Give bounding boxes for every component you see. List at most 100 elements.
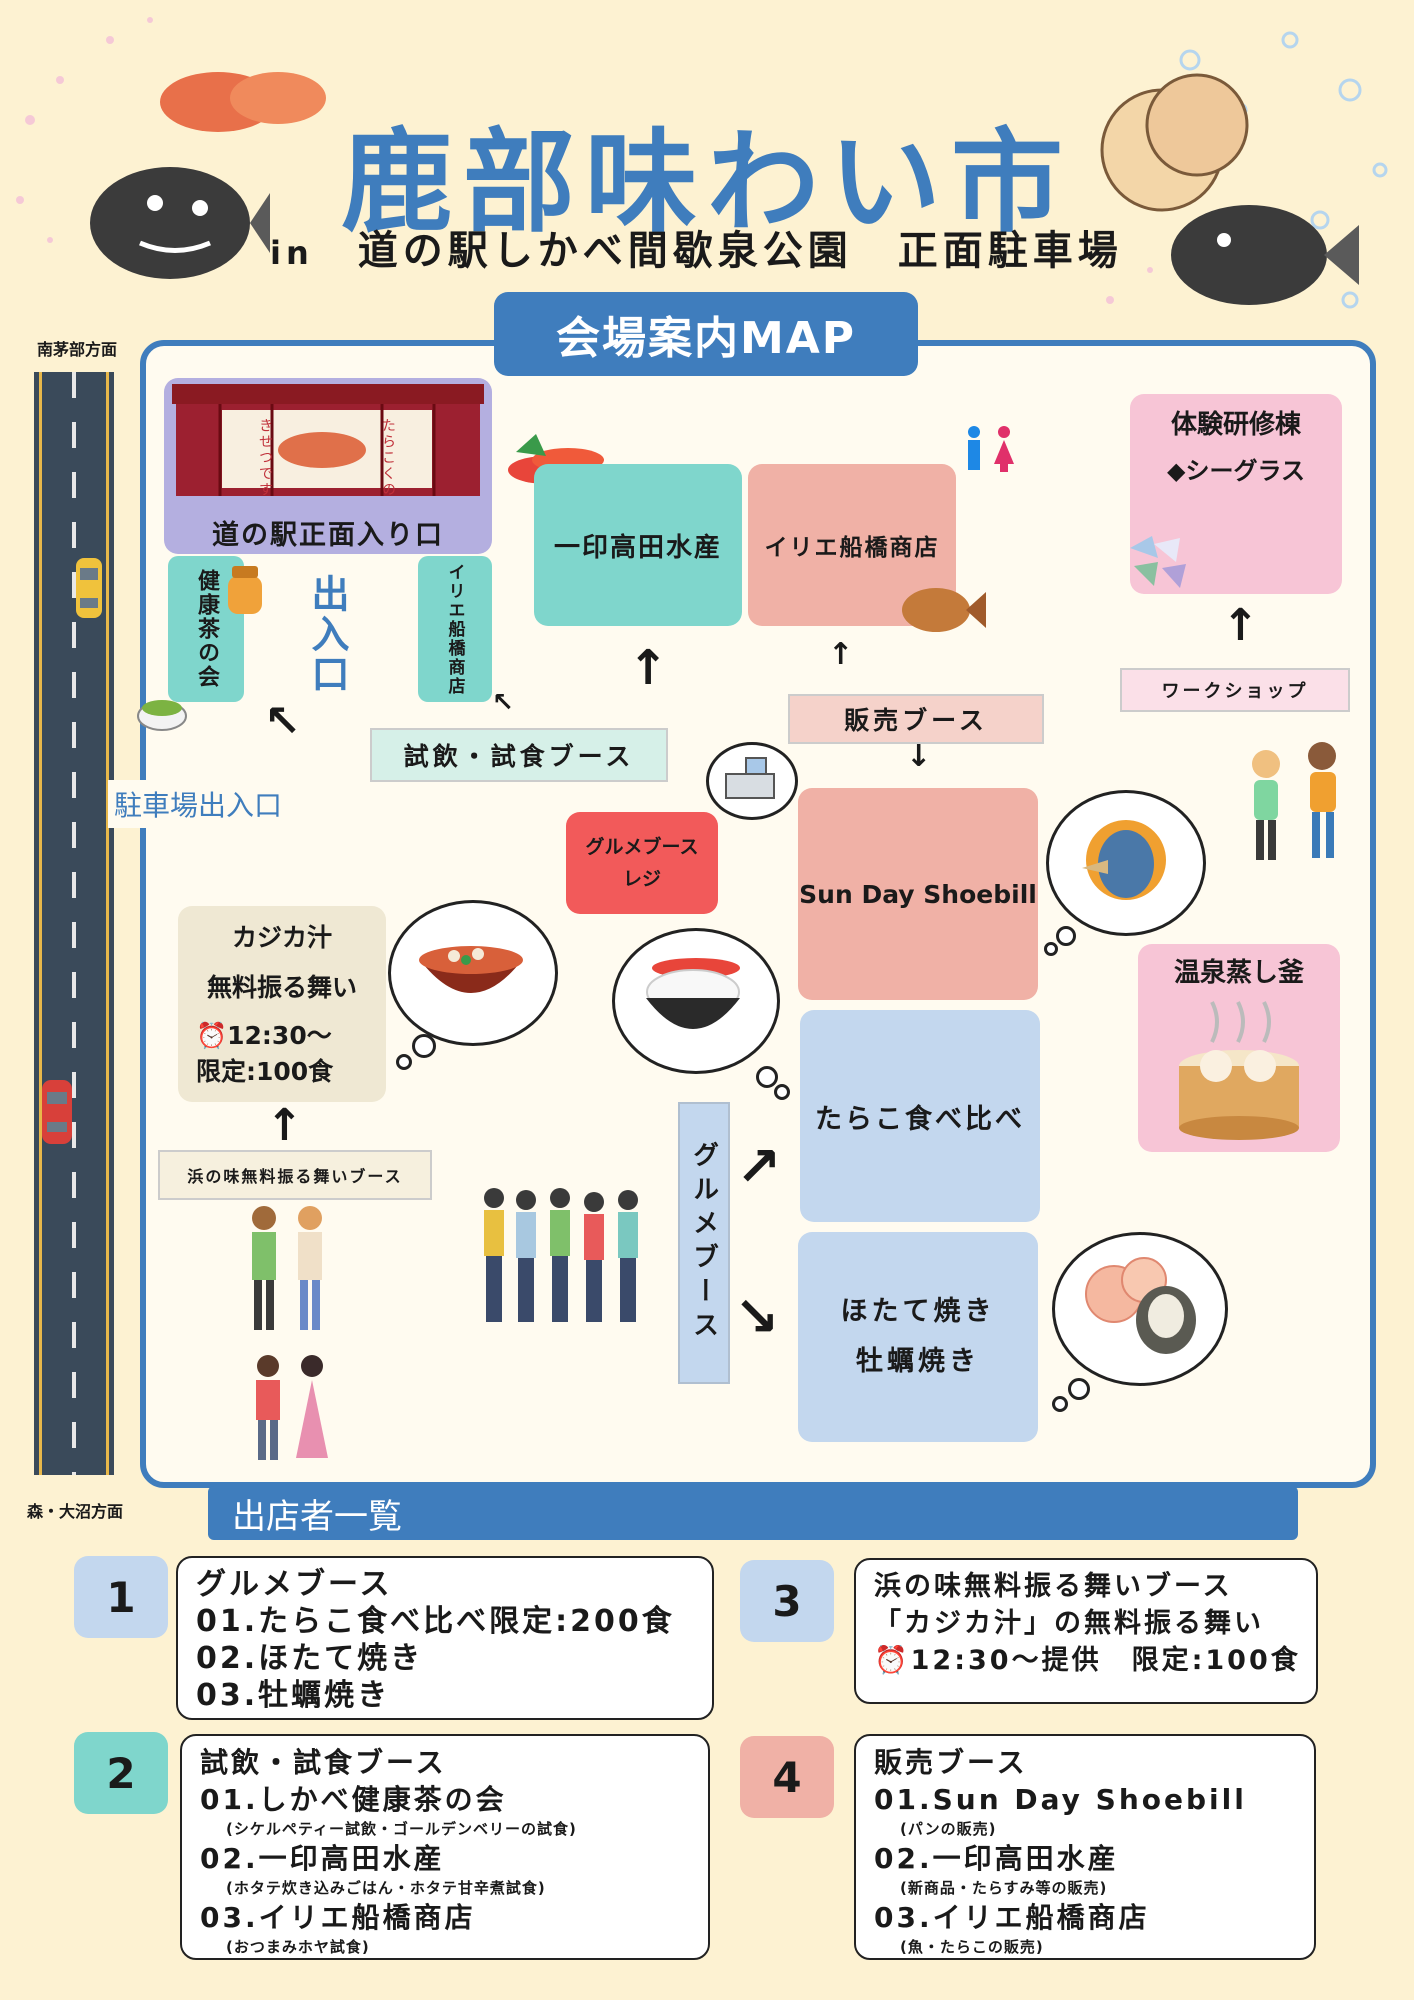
card-item: 03.イリエ船橋商店 (200, 1901, 476, 1934)
onsen-label: 温泉蒸し釜 (1173, 957, 1304, 988)
kajika-line2: 無料振る舞い (206, 973, 357, 1002)
kajika-time-text: 12:30～ (227, 1021, 332, 1050)
booth-hotate: ほたて焼き 牡蠣焼き (798, 1232, 1038, 1442)
section-card-sales: 販売ブース 01.Sun Day Shoebill (パンの販売) 02.一印高… (854, 1734, 1316, 1960)
card-item: 02.一印高田水産 (874, 1842, 1119, 1875)
hotate-line1: ほたて焼き (840, 1296, 996, 1327)
arrow-icon: ↑ (628, 640, 669, 696)
arrow-icon: ↓ (906, 739, 932, 774)
card-line: 01.たらこ食べ比べ限定:200食 (196, 1604, 675, 1639)
card-item: 01.Sun Day Shoebill (874, 1783, 1247, 1816)
scallop-icon (1100, 73, 1249, 212)
dried-fish-icon (902, 588, 986, 632)
bubble-dot (1056, 926, 1076, 946)
section-number: 3 (740, 1560, 834, 1642)
section-number: 4 (740, 1736, 834, 1818)
map-title: 会場案内MAP (494, 292, 918, 376)
people-icon (252, 1206, 322, 1330)
arrow-icon: ↑ (1222, 600, 1259, 651)
parking-entrance-label: 駐車場出入口 (108, 780, 289, 828)
arrow-icon: ↖ (492, 688, 514, 718)
fish-icon (1171, 205, 1359, 305)
exit-entrance-label: 出入口 (305, 574, 349, 694)
section-card-hama: 浜の味無料振る舞いブース 「カジカ汁」の無料振る舞い ⏰12:30～提供 限定:… (854, 1558, 1318, 1704)
sea-glass-label: ◆シーグラス (1167, 456, 1305, 485)
clock-icon: ⏰ (196, 1021, 228, 1050)
scallop-oyster-icon (1085, 1257, 1196, 1354)
card-line: 浜の味無料振る舞いブース (874, 1571, 1233, 1602)
restroom-icon (968, 426, 1014, 472)
booth-sunday-shoebill: Sun Day Shoebill (798, 788, 1038, 1000)
bubble-dot (756, 1066, 778, 1088)
venue-subtitle: in 道の駅しかべ間歇泉公園 正面駐車場 (270, 218, 1123, 276)
card-line: グルメブース (196, 1567, 393, 1602)
car-icon (42, 1080, 72, 1144)
section-number: 1 (74, 1556, 168, 1638)
bubble-dot (396, 1054, 412, 1070)
card-line-text: 12:30～提供 限定:100食 (910, 1645, 1301, 1676)
card-item-note: (パンの販売) (900, 1820, 997, 1838)
tea-cup-icon (137, 700, 187, 731)
soup-bowl-icon (419, 946, 523, 993)
queue-people-icon (484, 1188, 638, 1322)
card-line: 「カジカ汁」の無料振る舞い (874, 1608, 1264, 1639)
venue-prefix: in (270, 234, 314, 272)
booth-ichijirushi: 一印高田水産 (534, 464, 742, 626)
arrow-icon: ↘ (734, 1285, 780, 1348)
bubble-dot (774, 1084, 790, 1100)
card-item-note: (魚・たらこの販売) (900, 1938, 1044, 1956)
kajika-line1: カジカ汁 (231, 923, 332, 952)
taxi-icon (76, 558, 102, 618)
station-entrance-label: 道の駅正面入り口 (212, 519, 444, 551)
cash-register-icon (725, 757, 775, 799)
bubble-dot (1044, 942, 1058, 956)
card-title: 販売ブース (874, 1746, 1028, 1779)
road-center-dash (72, 372, 76, 1475)
hotate-line2: 牡蠣焼き (856, 1346, 980, 1377)
booth-tarako: たらこ食べ比べ (800, 1010, 1040, 1222)
experience-hall (1130, 394, 1342, 594)
bubble-dot (1068, 1378, 1090, 1400)
steamer-icon (1179, 1001, 1299, 1140)
arrow-icon: ↑ (266, 1100, 303, 1151)
sales-booth-label: 販売ブース (788, 694, 1044, 744)
road-north-label: 南茅部方面 (36, 340, 117, 359)
experience-hall-label: 体験研修棟 (1170, 409, 1301, 440)
section-number: 2 (74, 1732, 168, 1814)
register-line1: グルメブース (585, 836, 699, 858)
exhibitor-list-header: 出店者一覧 (208, 1486, 1298, 1540)
card-line: 03.牡蠣焼き (196, 1678, 391, 1713)
page-title: 鹿部味わい市 (341, 118, 1073, 248)
venue-name: 道の駅しかべ間歇泉公園 正面駐車場 (357, 228, 1123, 274)
card-title: 試飲・試食ブース (200, 1746, 447, 1779)
road-south-label: 森・大沼方面 (26, 1502, 123, 1521)
rice-bowl-icon (646, 958, 740, 1029)
card-item-note: (ホタテ炊き込みごはん・ホタテ甘辛煮試食) (226, 1879, 546, 1897)
shoebill-bird-icon (1082, 820, 1166, 900)
fish-icon (90, 167, 270, 279)
couple-icon (256, 1355, 328, 1460)
card-item-note: (おつまみホヤ試食) (226, 1938, 370, 1956)
card-item: 01.しかべ健康茶の会 (200, 1783, 507, 1816)
noren-text: きせつです (257, 418, 273, 498)
card-item: 02.一印高田水産 (200, 1842, 445, 1875)
road-line (106, 372, 109, 1475)
noren-text: たらこくの (380, 418, 396, 498)
children-icon (1252, 742, 1336, 860)
gourmet-register: グルメブース レジ (566, 812, 718, 914)
hama-booth-label: 浜の味無料振る舞いブース (158, 1150, 432, 1200)
booth-irie-tasting: イリエ船橋商店 (418, 556, 492, 702)
bubble-dot (412, 1034, 436, 1058)
tasting-booth-label: 試飲・試食ブース (370, 728, 668, 782)
card-item: 03.イリエ船橋商店 (874, 1901, 1150, 1934)
tarako-icon (160, 72, 326, 132)
arrow-icon: ↑ (828, 637, 854, 672)
gourmet-booth-label: グルメブース (678, 1102, 730, 1384)
kajika-time: ⏰12:30～ (196, 1016, 332, 1052)
bubble-dot (1052, 1396, 1068, 1412)
road-line (39, 372, 42, 1475)
card-item-note: (新商品・たらすみ等の販売) (900, 1879, 1108, 1897)
workshop-label: ワークショップ (1120, 668, 1350, 712)
clock-icon: ⏰ (874, 1645, 911, 1676)
arrow-icon: ↗ (736, 1135, 782, 1198)
